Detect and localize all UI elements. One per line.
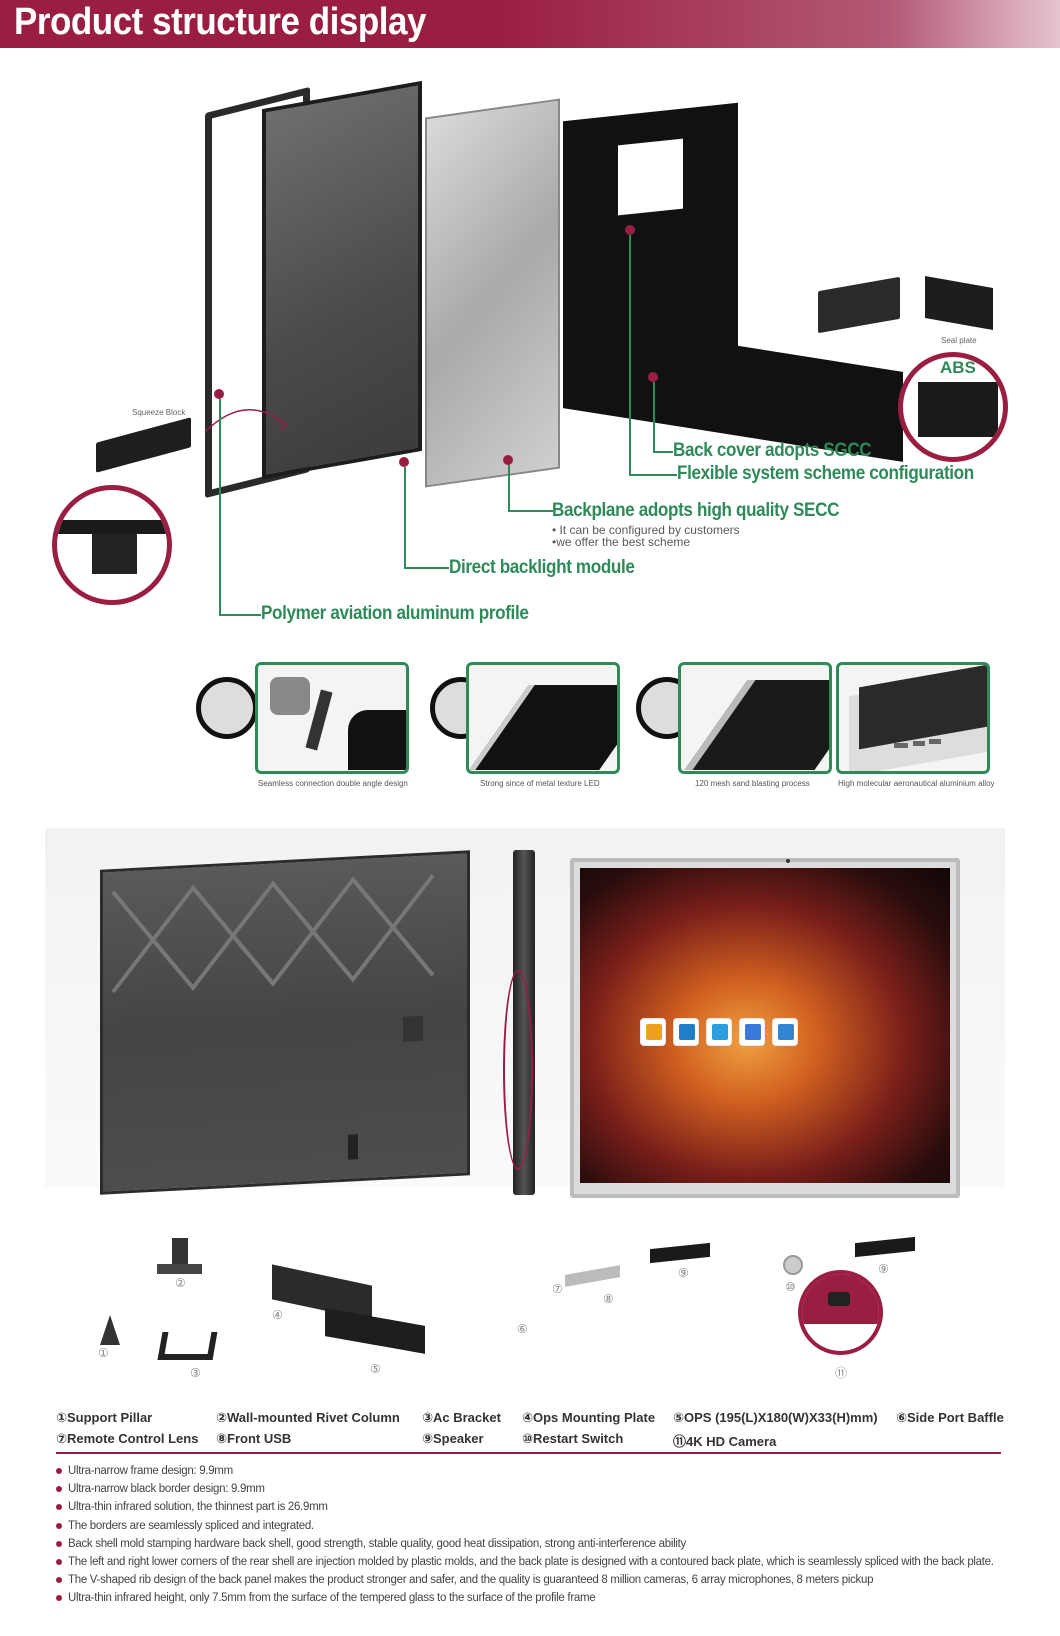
- backplane-marker: [503, 455, 513, 465]
- squeeze-block-part: [96, 417, 191, 473]
- page-title: Product structure display: [14, 1, 427, 43]
- side-port-highlight: [503, 970, 533, 1170]
- profile-marker: [214, 389, 224, 399]
- front-usb-bracket: [565, 1265, 620, 1287]
- app-icon[interactable]: [772, 1018, 798, 1046]
- backplane-secc: [425, 98, 560, 488]
- legend-item: ⑨Speaker: [422, 1431, 484, 1446]
- part-number: ⑦: [552, 1282, 563, 1296]
- backcover-marker: [625, 225, 635, 235]
- camera-detail-circle: [798, 1270, 883, 1355]
- backplane-note-2: •we offer the best scheme: [552, 535, 691, 549]
- feature-item: Ultra-thin infrared height, only 7.5mm f…: [56, 1589, 994, 1607]
- front-view: [570, 858, 960, 1198]
- header-gradient: [500, 0, 1060, 48]
- part-number: ⑪: [835, 1366, 848, 1380]
- flexible-callout: Flexible system scheme configuration: [677, 463, 974, 484]
- ops-mounting-plate: [272, 1264, 372, 1321]
- detail-caption-1: Seamless connection double angle design: [258, 779, 408, 788]
- part-number: ②: [175, 1276, 186, 1290]
- ops-module: [325, 1308, 425, 1354]
- legend-item: ⑪4K HD Camera: [673, 1434, 777, 1449]
- detail-box-3: [678, 662, 832, 774]
- legend-item: ③Ac Bracket: [422, 1410, 501, 1425]
- app-icon[interactable]: [706, 1018, 732, 1046]
- section-divider: [56, 1452, 1001, 1454]
- detail-box-2: [466, 662, 620, 774]
- speaker-2: [855, 1236, 915, 1258]
- app-icon[interactable]: [673, 1018, 699, 1046]
- restart-switch: [783, 1255, 803, 1275]
- part-number: ①: [98, 1346, 109, 1360]
- feature-item: Back shell mold stamping hardware back s…: [56, 1535, 994, 1553]
- rear-view: [100, 850, 470, 1195]
- feature-item: Ultra-narrow frame design: 9.9mm: [56, 1462, 994, 1480]
- legend-item: ②Wall-mounted Rivet Column: [216, 1410, 400, 1425]
- backplane-callout: Backplane adopts high quality SECC: [552, 500, 840, 521]
- legend-item: ⑩Restart Switch: [522, 1431, 624, 1446]
- detail-box-1: [255, 662, 409, 774]
- feature-item: The borders are seamlessly spliced and i…: [56, 1517, 994, 1535]
- legend-item: ⑤OPS (195(L)X180(W)X33(H)mm): [673, 1410, 878, 1425]
- backlight-callout: Direct backlight module: [449, 557, 635, 578]
- part-number: ⑤: [370, 1362, 381, 1376]
- part-number: ④: [272, 1308, 283, 1322]
- seal-plate-part: [925, 276, 993, 330]
- feature-item: Ultra-thin infrared solution, the thinne…: [56, 1498, 994, 1516]
- seal-plate-label: Seal plate: [941, 336, 977, 345]
- speaker-1: [650, 1242, 710, 1264]
- squeeze-arrow: [204, 409, 288, 433]
- header-bar: Product structure display: [0, 0, 1060, 48]
- part-number: ③: [190, 1366, 201, 1380]
- profile-callout: Polymer aviation aluminum profile: [261, 603, 529, 624]
- feature-item: The V-shaped rib design of the back pane…: [56, 1571, 994, 1589]
- legend-item: ①Support Pillar: [56, 1410, 153, 1425]
- legend-item: ⑥Side Port Baffle: [896, 1410, 1004, 1425]
- feature-item: Ultra-narrow black border design: 9.9mm: [56, 1480, 994, 1498]
- part-number: ⑧: [603, 1292, 614, 1306]
- app-icon[interactable]: [739, 1018, 765, 1046]
- wall-rivet-column: [172, 1238, 188, 1268]
- part-number: ⑩: [785, 1280, 796, 1294]
- legend-item: ⑦Remote Control Lens: [56, 1431, 199, 1446]
- wall-rivet-base: [157, 1264, 202, 1274]
- detail-caption-3: 120 mesh sand blasting process: [695, 779, 810, 788]
- abs-label: ABS: [940, 358, 976, 377]
- legend-item: ④Ops Mounting Plate: [522, 1410, 656, 1425]
- detail-caption-4: High molecular aeronautical aluminium al…: [838, 779, 995, 788]
- part-number: ⑨: [678, 1266, 689, 1280]
- part-number: ⑨: [878, 1262, 889, 1276]
- backcover-strip-marker: [648, 372, 658, 382]
- bracket-part: [818, 276, 900, 334]
- feature-item: The left and right lower corners of the …: [56, 1553, 994, 1571]
- feature-list: Ultra-narrow frame design: 9.9mm Ultra-n…: [56, 1462, 994, 1608]
- legend-item: ⑧Front USB: [216, 1431, 292, 1446]
- squeeze-block-label: Squeeze Block: [132, 408, 186, 417]
- abs-detail-circle: [898, 352, 1008, 462]
- detail-box-4: [836, 662, 990, 774]
- app-icon[interactable]: [640, 1018, 666, 1046]
- detail-caption-2: Strong since of metal texture LED: [480, 779, 600, 788]
- back-cover-callout: Back cover adopts SGCC: [673, 440, 872, 461]
- magnifier-1: [196, 677, 258, 739]
- backlight-marker: [399, 457, 409, 467]
- ac-bracket: [157, 1332, 218, 1360]
- backplane-note-1: • It can be configured by customers: [552, 523, 740, 537]
- squeeze-detail-circle: [52, 485, 172, 605]
- part-number: ⑥: [517, 1322, 528, 1336]
- display-screen: [580, 868, 950, 1183]
- support-pillar: [100, 1315, 120, 1345]
